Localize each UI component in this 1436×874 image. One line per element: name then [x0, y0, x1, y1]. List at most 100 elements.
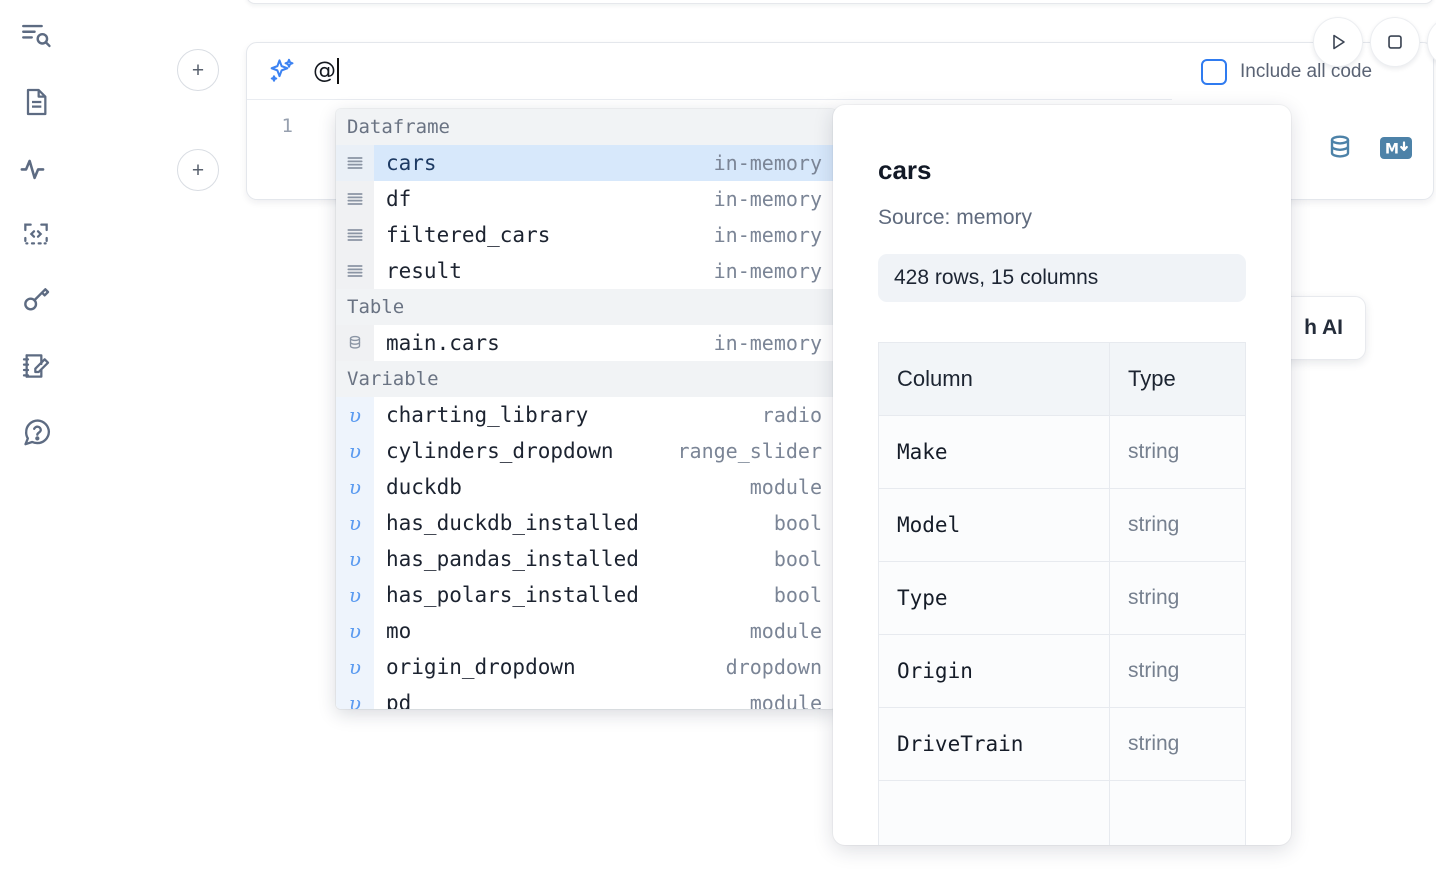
- autocomplete-item-meta: module: [749, 475, 822, 499]
- autocomplete-item-name: has_duckdb_installed: [386, 511, 639, 535]
- autocomplete-item-meta: module: [749, 619, 822, 643]
- schema-column-type: string: [1109, 415, 1246, 489]
- autocomplete-item-name: has_polars_installed: [386, 583, 639, 607]
- autocomplete-item[interactable]: df in-memory: [336, 181, 836, 217]
- autocomplete-item-meta: in-memory: [713, 223, 822, 247]
- autocomplete-item-meta: in-memory: [713, 259, 822, 283]
- autocomplete-item[interactable]: filtered_cars in-memory: [336, 217, 836, 253]
- dataframe-detail-panel: cars Source: memory 428 rows, 15 columns…: [833, 105, 1291, 845]
- autocomplete-item[interactable]: υ has_duckdb_installed bool: [336, 505, 836, 541]
- table-row: [878, 780, 1246, 845]
- markdown-icon[interactable]: M: [1379, 135, 1413, 166]
- autocomplete-item-meta: in-memory: [713, 151, 822, 175]
- help-chat-icon[interactable]: [14, 410, 58, 454]
- autocomplete-item-name: origin_dropdown: [386, 655, 576, 679]
- schema-column-type: string: [1109, 488, 1246, 562]
- autocomplete-item[interactable]: main.cars in-memory: [336, 325, 836, 361]
- autocomplete-item-meta: bool: [773, 583, 822, 607]
- autocomplete-item[interactable]: cars in-memory: [336, 145, 836, 181]
- schema-column-type: string: [1109, 707, 1246, 781]
- variable-upsilon-icon: υ: [336, 505, 374, 541]
- line-number: 1: [281, 115, 293, 137]
- autocomplete-item-meta: dropdown: [725, 655, 822, 679]
- detail-source: Source: memory: [878, 206, 1033, 229]
- autocomplete-item[interactable]: υ has_pandas_installed bool: [336, 541, 836, 577]
- detail-title: cars: [878, 155, 932, 185]
- schema-column-name: Type: [878, 561, 1110, 635]
- sparkles-icon: [267, 56, 297, 86]
- autocomplete-section-header: Variable: [336, 361, 836, 397]
- code-editor-area[interactable]: 1: [247, 101, 1172, 200]
- database-table-icon: [336, 325, 374, 361]
- autocomplete-item-name: cars: [386, 151, 437, 175]
- schema-column-name: Make: [878, 415, 1110, 489]
- variable-upsilon-icon: υ: [336, 541, 374, 577]
- secrets-key-icon[interactable]: [14, 278, 58, 322]
- autocomplete-item-meta: bool: [773, 511, 822, 535]
- autocomplete-item-meta: in-memory: [713, 187, 822, 211]
- schema-column-type: string: [1109, 634, 1246, 708]
- variable-upsilon-icon: υ: [336, 469, 374, 505]
- schema-column-name: Model: [878, 488, 1110, 562]
- autocomplete-item[interactable]: υ origin_dropdown dropdown: [336, 649, 836, 685]
- add-cell-button-top[interactable]: +: [177, 49, 219, 91]
- add-cell-button-bottom[interactable]: +: [177, 149, 219, 191]
- run-cell-button[interactable]: [1313, 17, 1363, 67]
- autocomplete-item-meta: module: [749, 691, 822, 709]
- ai-prompt-value: @: [313, 58, 336, 84]
- autocomplete-item-meta: bool: [773, 547, 822, 571]
- sidebar-rail: [0, 0, 72, 874]
- type-header: Type: [1109, 342, 1246, 416]
- explore-outline-icon[interactable]: [14, 14, 58, 58]
- lines-dataframe-icon: [336, 145, 374, 181]
- schema-column-type: string: [1109, 561, 1246, 635]
- lines-dataframe-icon: [336, 217, 374, 253]
- variable-upsilon-icon: υ: [336, 613, 374, 649]
- activity-variables-icon[interactable]: [14, 146, 58, 190]
- include-all-code-checkbox[interactable]: [1201, 58, 1227, 85]
- autocomplete-item-meta: in-memory: [713, 331, 822, 355]
- autocomplete-item-name: main.cars: [386, 331, 500, 355]
- file-document-icon[interactable]: [14, 80, 58, 124]
- autocomplete-item-meta: range_slider: [677, 439, 823, 463]
- column-header: Column: [878, 342, 1110, 416]
- snippets-code-icon[interactable]: [14, 212, 58, 256]
- variable-upsilon-icon: υ: [336, 649, 374, 685]
- schema-column-name: Origin: [878, 634, 1110, 708]
- autocomplete-item-name: has_pandas_installed: [386, 547, 639, 571]
- database-icon[interactable]: [1325, 133, 1355, 168]
- lines-dataframe-icon: [336, 253, 374, 289]
- text-caret: [337, 58, 339, 84]
- schema-column-type: [1109, 780, 1246, 845]
- schema-column-name: DriveTrain: [878, 707, 1110, 781]
- ai-prompt-input[interactable]: @: [313, 56, 339, 86]
- detail-shape-badge: 428 rows, 15 columns: [878, 254, 1246, 302]
- scratchpad-edit-icon[interactable]: [14, 344, 58, 388]
- autocomplete-section-header: Table: [336, 289, 836, 325]
- cell-output-toolbar: M: [1173, 101, 1435, 200]
- previous-cell-edge: [246, 0, 1434, 4]
- svg-text:M: M: [1385, 142, 1399, 158]
- autocomplete-item-name: df: [386, 187, 412, 211]
- autocomplete-item-name: filtered_cars: [386, 223, 551, 247]
- ai-prompt-row[interactable]: @: [247, 43, 1172, 100]
- autocomplete-item-name: duckdb: [386, 475, 462, 499]
- autocomplete-section-header: Dataframe: [336, 109, 836, 145]
- autocomplete-item-name: cylinders_dropdown: [386, 439, 614, 463]
- autocomplete-item-meta: radio: [761, 403, 822, 427]
- stop-button[interactable]: [1370, 17, 1420, 67]
- variable-upsilon-icon: υ: [336, 685, 374, 709]
- include-all-code-label: Include all code: [1240, 60, 1373, 82]
